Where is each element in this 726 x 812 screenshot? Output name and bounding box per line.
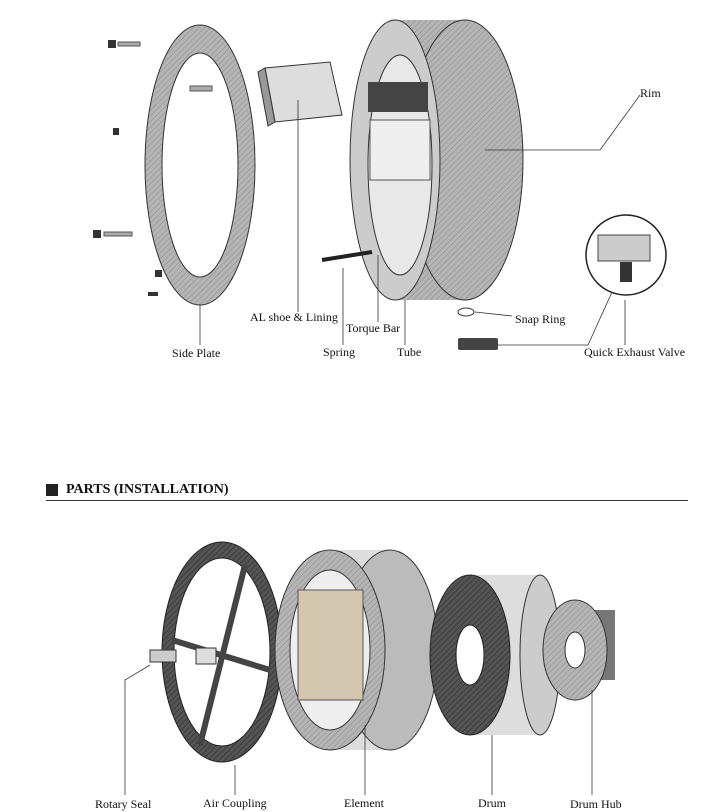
label-drum-hub: Drum Hub (570, 797, 622, 811)
leader-lines (199, 94, 641, 346)
valve-small-drawing (458, 338, 498, 350)
drum-hub-drawing (542, 599, 615, 701)
snap-ring-drawing (457, 307, 475, 317)
bolts-drawing (93, 40, 213, 296)
air-coupling-wheel-drawing (149, 541, 283, 763)
label-al-shoe: AL shoe & Lining (250, 310, 338, 324)
section-bullet-icon (46, 484, 58, 496)
label-rim: Rim (640, 86, 661, 100)
label-air-coupling: Air Coupling (203, 796, 267, 810)
al-shoe-drawing (257, 61, 343, 127)
quick-exhaust-valve-closeup (585, 214, 667, 296)
section-header: PARTS (INSTALLATION) (46, 482, 228, 498)
drum-drawing (429, 574, 561, 736)
section-title: PARTS (INSTALLATION) (66, 482, 229, 497)
label-drum: Drum (478, 796, 506, 810)
element-drawing (274, 549, 439, 751)
side-plate-drawing (144, 24, 256, 306)
label-element: Element (344, 796, 384, 810)
section-divider (46, 500, 688, 501)
label-side-plate: Side Plate (172, 346, 221, 360)
rim-drawing (349, 19, 524, 301)
spring-drawing (321, 250, 373, 262)
label-torque-bar: Torque Bar (346, 321, 401, 335)
label-spring: Spring (323, 345, 356, 359)
label-snap-ring: Snap Ring (515, 312, 566, 326)
label-tube: Tube (397, 345, 422, 359)
label-rotary-seal: Rotary Seal (95, 797, 152, 811)
label-quick-exhaust-valve: Quick Exhaust Valve (584, 345, 686, 359)
leader-lines-bottom (124, 664, 593, 795)
